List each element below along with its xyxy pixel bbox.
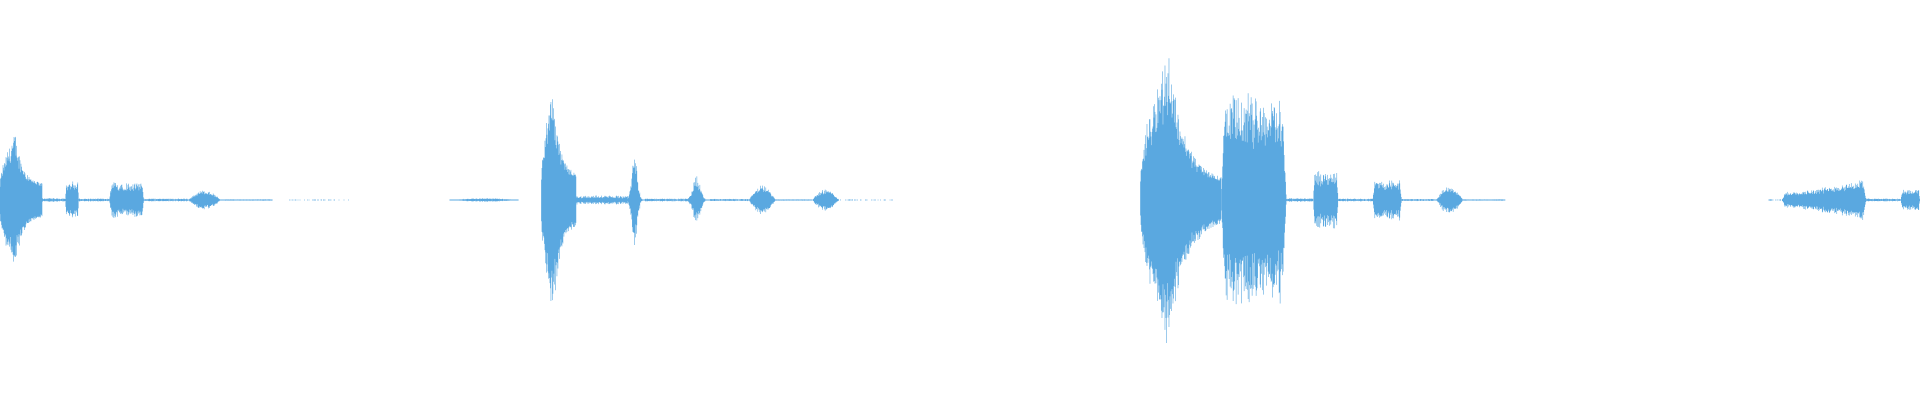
waveform-segment-12: [627, 159, 646, 245]
waveform-segment-16: [749, 185, 776, 214]
waveform-segment-2: [65, 181, 79, 218]
waveform-segment-0: [0, 136, 43, 262]
waveform-segment-5: [143, 198, 189, 202]
waveform-segment-3: [78, 198, 110, 202]
waveform-segment-30: [1781, 180, 1867, 221]
waveform-segment-32: [1901, 189, 1920, 210]
waveform-segment-28: [1462, 199, 1506, 201]
waveform-segment-31: [1865, 198, 1902, 202]
waveform-segment-4: [109, 182, 145, 218]
waveform-segment-27: [1436, 187, 1463, 213]
waveform-segment-11: [575, 195, 628, 205]
waveform-segment-6: [188, 190, 221, 210]
waveform-segment-14: [687, 176, 711, 221]
waveform-segment-13: [644, 198, 688, 202]
waveform-segment-26: [1401, 198, 1437, 202]
waveform-segment-9: [449, 198, 519, 202]
waveform-segment-8: [289, 199, 349, 201]
waveform-segment-19: [840, 199, 893, 201]
waveform-segment-24: [1337, 198, 1374, 202]
waveform-segment-23: [1313, 171, 1339, 229]
waveform-segment-20: [1140, 58, 1222, 344]
waveform-segment-29: [1768, 199, 1781, 201]
waveform-segment-10: [541, 99, 577, 302]
waveform-segment-15: [710, 198, 749, 202]
waveform-segment-7: [220, 199, 273, 201]
waveform-segment-18: [812, 189, 839, 211]
waveform-segment-1: [41, 198, 66, 202]
waveform-segment-22: [1286, 198, 1314, 202]
waveform-segment-17: [775, 199, 812, 201]
waveform-segment-21: [1221, 93, 1287, 305]
waveform-segment-25: [1373, 180, 1402, 221]
